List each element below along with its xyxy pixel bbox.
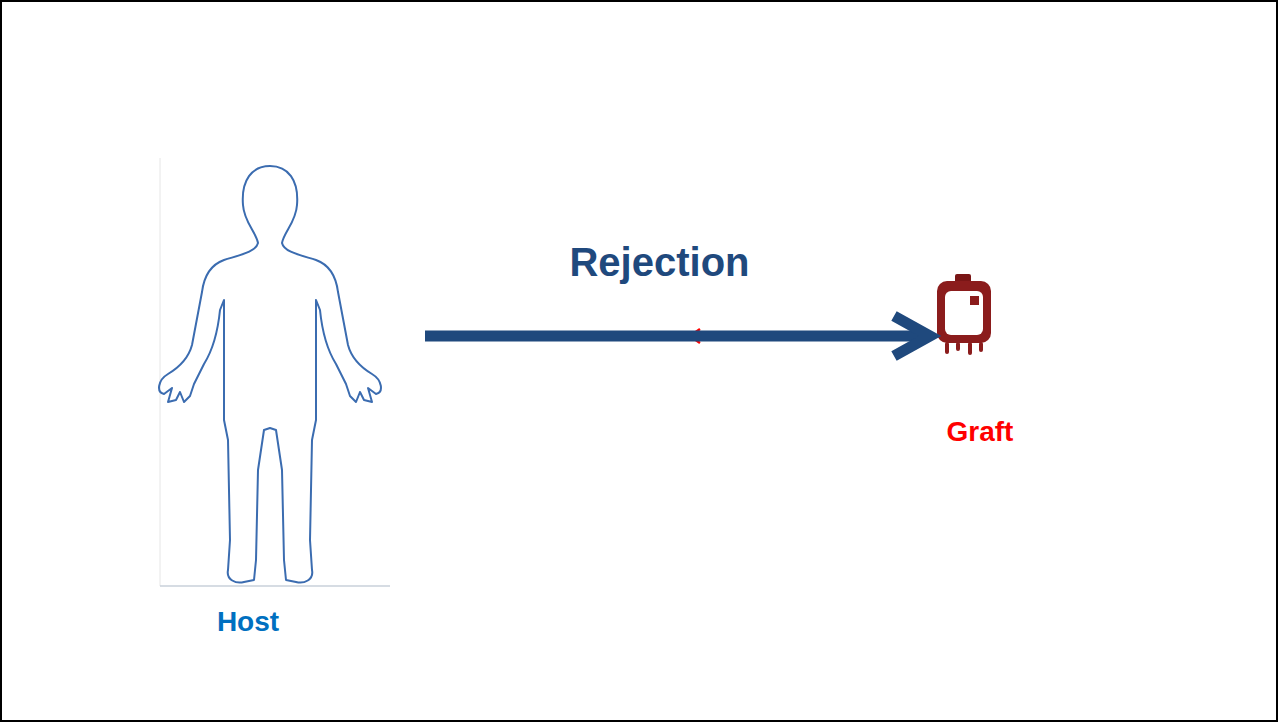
figure-baseline: [160, 585, 390, 587]
arrow-shaft: [425, 331, 926, 342]
bag-body: [937, 281, 991, 343]
arrow-connector: [425, 316, 930, 356]
node-label: Graft: [947, 416, 1014, 448]
bag-window: [945, 291, 983, 335]
bag-drip: [979, 342, 983, 352]
graft-bag: Graft: [925, 265, 1035, 450]
host-figure: Host: [150, 150, 400, 640]
node-label: Host: [217, 606, 279, 638]
human-figure: [159, 166, 381, 583]
bag-drip: [945, 342, 949, 354]
edge-label: Rejection: [569, 239, 749, 285]
bag-drip: [968, 342, 972, 355]
figure-edge: [160, 158, 161, 586]
bag-square: [970, 296, 979, 305]
blood-bag: [937, 274, 991, 355]
bag-drip: [956, 342, 960, 351]
arrow-head: [894, 316, 930, 356]
